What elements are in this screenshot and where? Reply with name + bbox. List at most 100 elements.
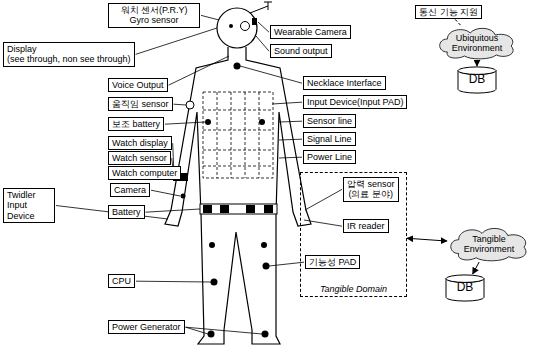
leader-line (201, 15, 219, 20)
pad-box: 기능성 PAD (305, 255, 360, 269)
node-text: Twidler Input Device (7, 190, 51, 221)
belt-modules (203, 205, 273, 213)
node-text: Watch display (112, 138, 168, 148)
output-box: Sound output (270, 44, 332, 58)
sensor-box: 움직임 sensor (108, 97, 173, 111)
eye-display (241, 22, 250, 31)
node-text: 압력 sensor (347, 179, 395, 189)
node-text: Sound output (274, 46, 328, 56)
node-text: 워치 센서(P.R.Y) (112, 5, 196, 15)
node-text: Voice Output (112, 80, 164, 90)
leader-line (174, 104, 186, 106)
leader-line (269, 262, 304, 266)
sensor-box: 압력 sensor(의료 분야) (343, 177, 399, 202)
input-device-box: Input Device(Input PAD) (303, 95, 407, 109)
reader-box: IR reader (343, 219, 389, 233)
node-text: Sensor line (307, 116, 352, 126)
torso-grid (203, 92, 273, 178)
line-box: Signal Line (303, 132, 356, 146)
watch-box: Watch sensor (108, 151, 171, 165)
database-cylinder: DB (457, 66, 497, 94)
node-text: IR reader (347, 221, 385, 231)
node-text: DB (469, 73, 486, 87)
leader-line (279, 121, 302, 123)
cylinder-body (458, 71, 496, 93)
node-text: 통신 기능 지원 (419, 7, 478, 17)
node-text: Battery (112, 207, 141, 217)
eye (229, 24, 233, 28)
camera-box: Camera (110, 183, 150, 197)
watch-box: Watch display (108, 136, 172, 150)
camera-box: Wearable Camera (270, 25, 351, 39)
connector (477, 60, 478, 66)
cylinder-body (446, 279, 484, 301)
connector (407, 238, 447, 241)
node-text: Ubiquitous Environment (446, 33, 508, 54)
cloud-shape (440, 28, 513, 59)
node-text: Wearable Camera (274, 27, 347, 37)
battery-box: Battery (108, 205, 145, 219)
cloud-shape (451, 228, 526, 260)
node-text: (see through, non see through) (7, 54, 131, 64)
node-text: Necklace Interface (307, 78, 382, 88)
leader-line (256, 36, 269, 51)
output-box: Voice Output (108, 78, 168, 92)
leader-line (279, 157, 302, 159)
line-box: Sensor line (303, 114, 356, 128)
leader-line (304, 220, 342, 226)
cpu-box: CPU (108, 274, 135, 288)
belt (200, 204, 277, 214)
display-box: Display(see through, non see through) (3, 42, 135, 67)
database-cylinder: DB (445, 274, 485, 302)
node-text: DB (457, 281, 474, 295)
leader-line (279, 139, 302, 141)
leader-line (136, 28, 217, 54)
node-text: Signal Line (307, 134, 352, 144)
node-text: Watch computer (112, 168, 177, 178)
head (217, 8, 257, 48)
input-device-box: Twidler Input Device (3, 188, 55, 223)
node-text: CPU (112, 276, 131, 286)
node-text: Input Device(Input PAD) (307, 97, 403, 107)
node-text: Display (7, 44, 131, 54)
battery-box: 보조 battery (108, 117, 164, 131)
leader-line (305, 189, 342, 210)
leader-line (136, 281, 211, 283)
leader-line (165, 122, 205, 124)
line-box: Power Line (303, 150, 356, 164)
body-outline (165, 47, 311, 344)
node-text: Camera (114, 185, 146, 195)
node-text: Power Line (307, 152, 352, 162)
region-label: Tangible Domain (301, 284, 406, 294)
node-text: 보조 battery (112, 119, 160, 129)
node-text: Tangible Environment (457, 234, 521, 255)
sensor-dots (181, 63, 270, 338)
node-text: 움직임 sensor (112, 99, 169, 109)
sensor-box: 워치 센서(P.R.Y)Gyro sensor (108, 3, 200, 28)
leader-line (151, 190, 180, 196)
environment-cloud: Tangible Environment (447, 226, 531, 262)
node-text: (의료 분야) (347, 189, 395, 199)
node-text: Watch sensor (112, 153, 167, 163)
domain-region: Tangible Domain 압력 sensor(의료 분야) IR reader… (300, 172, 407, 297)
node-text: Power Generator (112, 322, 181, 332)
leader-line (146, 209, 200, 212)
generator-box: Power Generator (108, 320, 185, 334)
leader-line (258, 22, 269, 32)
watch-box: Watch computer (108, 166, 181, 180)
leader-line (56, 206, 168, 219)
node-text: 기능성 PAD (309, 257, 356, 267)
leader-line (272, 102, 302, 104)
environment-cloud: Ubiquitous Environment (436, 26, 518, 60)
leader-line (186, 327, 262, 334)
interface-box: Necklace Interface (303, 76, 386, 90)
antenna (250, 2, 272, 13)
node-text: Gyro sensor (112, 15, 196, 25)
leader-line (169, 56, 229, 85)
leader-line (240, 66, 302, 83)
wearable-camera (252, 18, 257, 25)
connector (455, 19, 461, 26)
connector (473, 262, 480, 274)
motion-sensor-dot (186, 101, 194, 109)
